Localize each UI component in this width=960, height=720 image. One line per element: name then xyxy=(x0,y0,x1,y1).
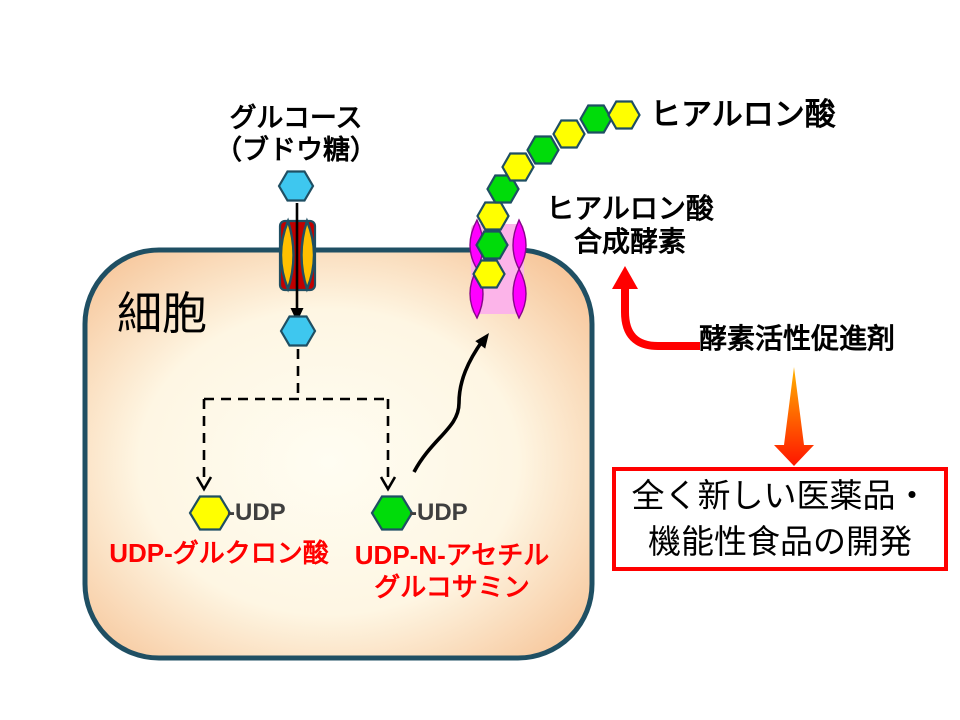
outcome-line1: 全く新しい医薬品・ xyxy=(631,476,929,514)
udp-glucuronic-acid-label: UDP-グルクロン酸 xyxy=(109,538,329,568)
synthase-label: ヒアルロン酸 合成酵素 xyxy=(546,193,714,258)
glucose-hexagon-outside xyxy=(277,170,315,202)
udp-tag-left: -UDP xyxy=(227,499,286,526)
cell-label: 細胞 xyxy=(117,288,208,339)
udp-glcnac-hexagon xyxy=(370,495,414,531)
promoter-to-outcome-arrow xyxy=(774,367,814,466)
glucose-label: グルコース （ブドウ糖） xyxy=(215,103,377,166)
outcome-line2: 機能性食品の開発 xyxy=(648,523,912,560)
hyaluronan-chain-hexagon-8 xyxy=(579,104,613,134)
udp-glucuronic-hexagon xyxy=(188,495,232,531)
hyaluronan-chain-hexagon-1 xyxy=(472,259,506,289)
promoter-to-synthase-arrow xyxy=(612,266,700,350)
glucose-hexagon-inside xyxy=(279,315,317,347)
hyaluronan-chain-hexagon-7 xyxy=(552,119,586,149)
hyaluronan-chain-hexagon-6 xyxy=(526,135,560,165)
conversion-dashed-arrows xyxy=(195,349,397,492)
outcome-box: 全く新しい医薬品・機能性食品の開発 xyxy=(612,467,948,571)
udp-tag-right: -UDP xyxy=(409,499,468,526)
cell-membrane xyxy=(82,247,595,661)
hyaluronan-chain-hexagon-2 xyxy=(475,230,509,260)
substrate-to-synthase-arrow xyxy=(412,333,489,473)
hyaluronan-chain-hexagon-4 xyxy=(486,174,520,204)
udp-n-acetylglucosamine-label: UDP-N-アセチル グルコサミン xyxy=(354,540,550,602)
hyaluronan-label: ヒアルロン酸 xyxy=(650,97,836,132)
sugar-hexagons xyxy=(188,100,641,531)
promoter-label: 酵素活性促進剤 xyxy=(699,323,896,354)
glucose-entry-arrow xyxy=(290,203,304,322)
hyaluronan-chain-hexagon-3 xyxy=(476,201,510,231)
hyaluronan-chain-hexagon-5 xyxy=(501,152,535,182)
hyaluronan-chain-hexagon-9 xyxy=(607,100,641,130)
